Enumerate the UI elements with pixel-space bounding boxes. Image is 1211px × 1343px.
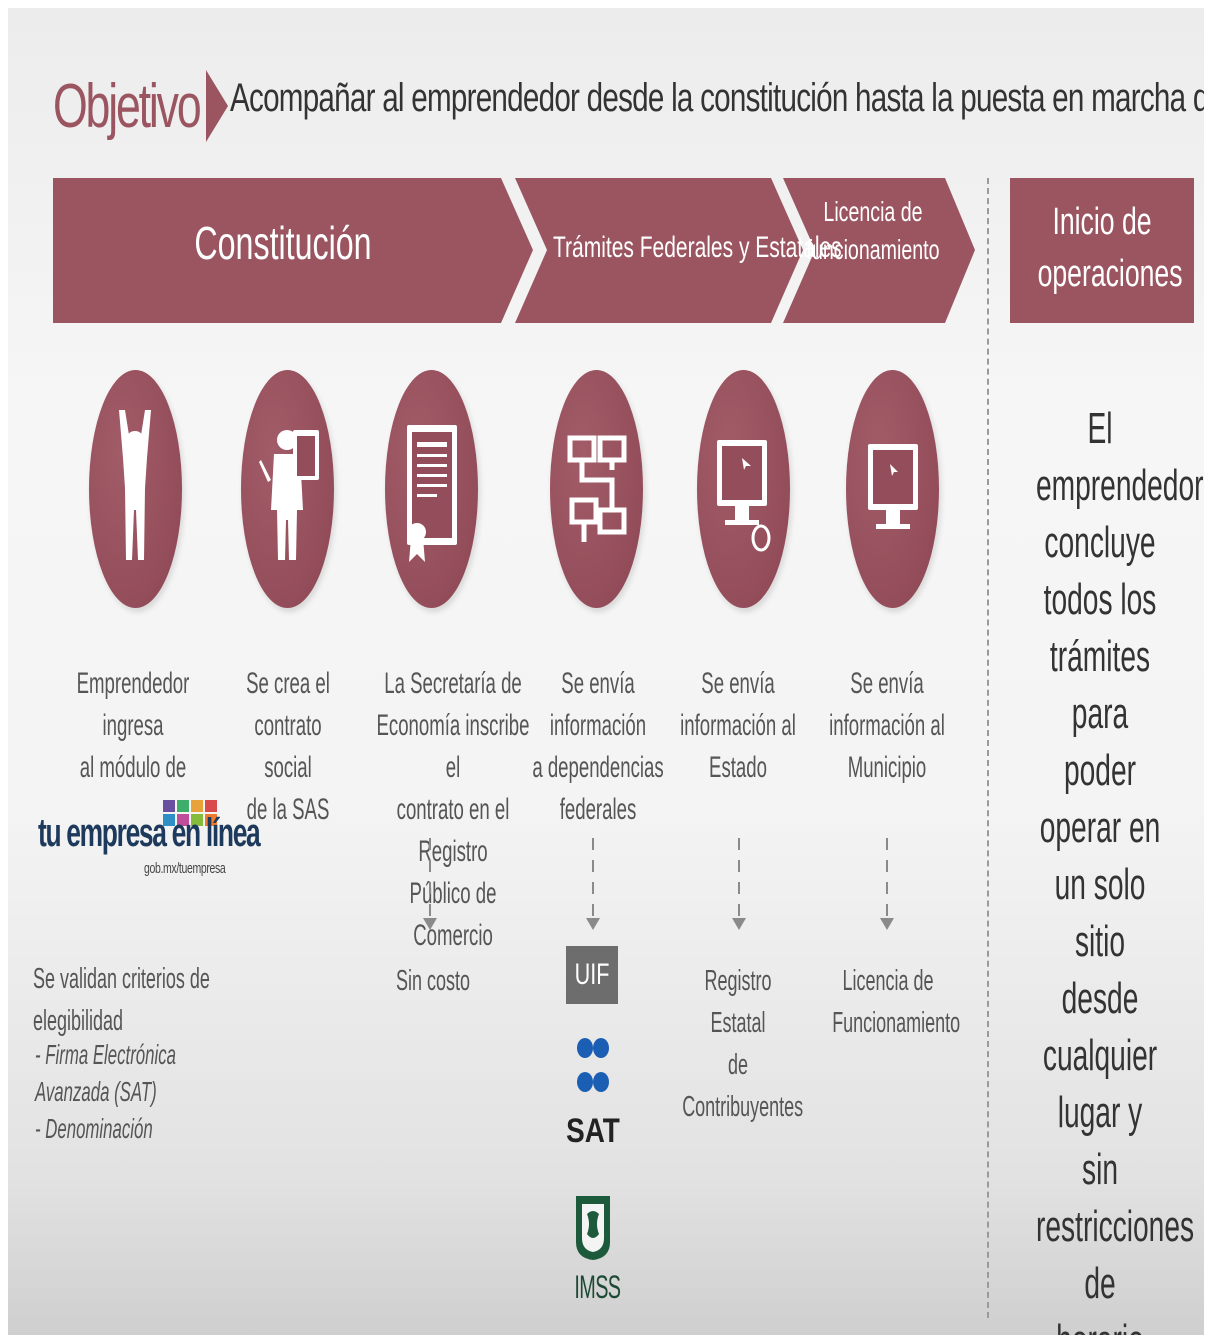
certificate-document-icon	[407, 425, 457, 562]
step-4-text: Se envía información a dependencias fede…	[532, 667, 664, 826]
phase-licencia-line1: Licencia de	[823, 196, 923, 227]
phase-inicio-box	[1010, 178, 1194, 323]
tu-empresa-logo-squares	[163, 800, 217, 826]
step-6-text: Se envía información al Municipio	[829, 667, 945, 784]
arrow-down-icon	[586, 838, 600, 930]
uif-logo-box	[566, 946, 618, 1004]
arrow-down-icon	[732, 838, 746, 930]
chevron-right-icon	[206, 70, 228, 142]
step-5-text: Se envía información al Estado	[680, 667, 796, 784]
step-1-circle	[89, 370, 182, 608]
uif-logo-text: UIF	[574, 958, 610, 991]
sat-logo-text: SAT	[566, 1112, 620, 1150]
phase-licencia-label: Licencia de funcionamiento	[807, 193, 940, 303]
phase-arrow-tramites	[515, 178, 803, 323]
cost-text: Sin costo	[396, 965, 470, 997]
phase-tramites-label: Trámites Federales y Estatales	[553, 231, 842, 264]
objective-title: Objetivo	[53, 72, 202, 141]
tu-empresa-logo-url: gob.mx/tuempresa	[144, 860, 226, 877]
sat-logo-icon	[577, 1038, 609, 1092]
step-5-circle	[697, 370, 790, 608]
step-3-circle	[385, 370, 478, 608]
step-1-text: Emprendedor ingresa al módulo de	[76, 667, 190, 784]
imss-logo-text: IMSS	[574, 1269, 621, 1305]
phase-constitucion-label: Constitución	[194, 217, 372, 269]
network-computers-icon	[567, 435, 627, 542]
state-registry-text: Registro Estatal de Contribuyentes	[682, 965, 804, 1123]
imss-shield-icon	[576, 1196, 610, 1260]
arrow-down-icon	[880, 838, 894, 930]
step-3-text: La Secretaría de Economía inscribe el co…	[376, 667, 530, 952]
phase-arrow-licencia	[783, 178, 975, 323]
phase-inicio-line1: Inicio de	[1052, 201, 1152, 243]
step-2-text: Se crea el contrato social de la SAS	[246, 667, 330, 826]
person-arms-up-icon	[119, 410, 151, 560]
person-clipboard-icon	[259, 430, 319, 560]
infographic: Objetivo Acompañar al emprendedor desde …	[8, 8, 1204, 1335]
eligibility-text: Se validan criterios de elegibilidad	[33, 963, 210, 1037]
arrow-down-icon	[423, 838, 437, 930]
step-6-circle	[846, 370, 939, 608]
tu-empresa-logo-text: tu empresa en línea	[38, 811, 261, 855]
step-2-circle	[241, 370, 334, 608]
inicio-description: El emprendedor concluye todos los trámit…	[1036, 404, 1204, 1335]
eligibility-criteria: - Firma Electrónica Avanzada (SAT) - Den…	[35, 1039, 176, 1144]
phase-banner	[53, 178, 975, 323]
license-text: Licencia de Funcionamiento	[832, 965, 961, 1039]
dashed-divider	[987, 178, 989, 1318]
phase-arrow-constitucion	[53, 178, 533, 323]
step-4-circle	[550, 370, 643, 608]
monitor-mouse-icon	[717, 440, 771, 552]
objective-text: Acompañar al emprendedor desde la consti…	[230, 76, 1204, 120]
monitor-icon	[868, 444, 918, 529]
phase-inicio-line2: operaciones	[1037, 253, 1183, 295]
phase-licencia-line2: funcionamiento	[806, 234, 940, 265]
phase-inicio-label: Inicio de operaciones	[1037, 196, 1183, 306]
